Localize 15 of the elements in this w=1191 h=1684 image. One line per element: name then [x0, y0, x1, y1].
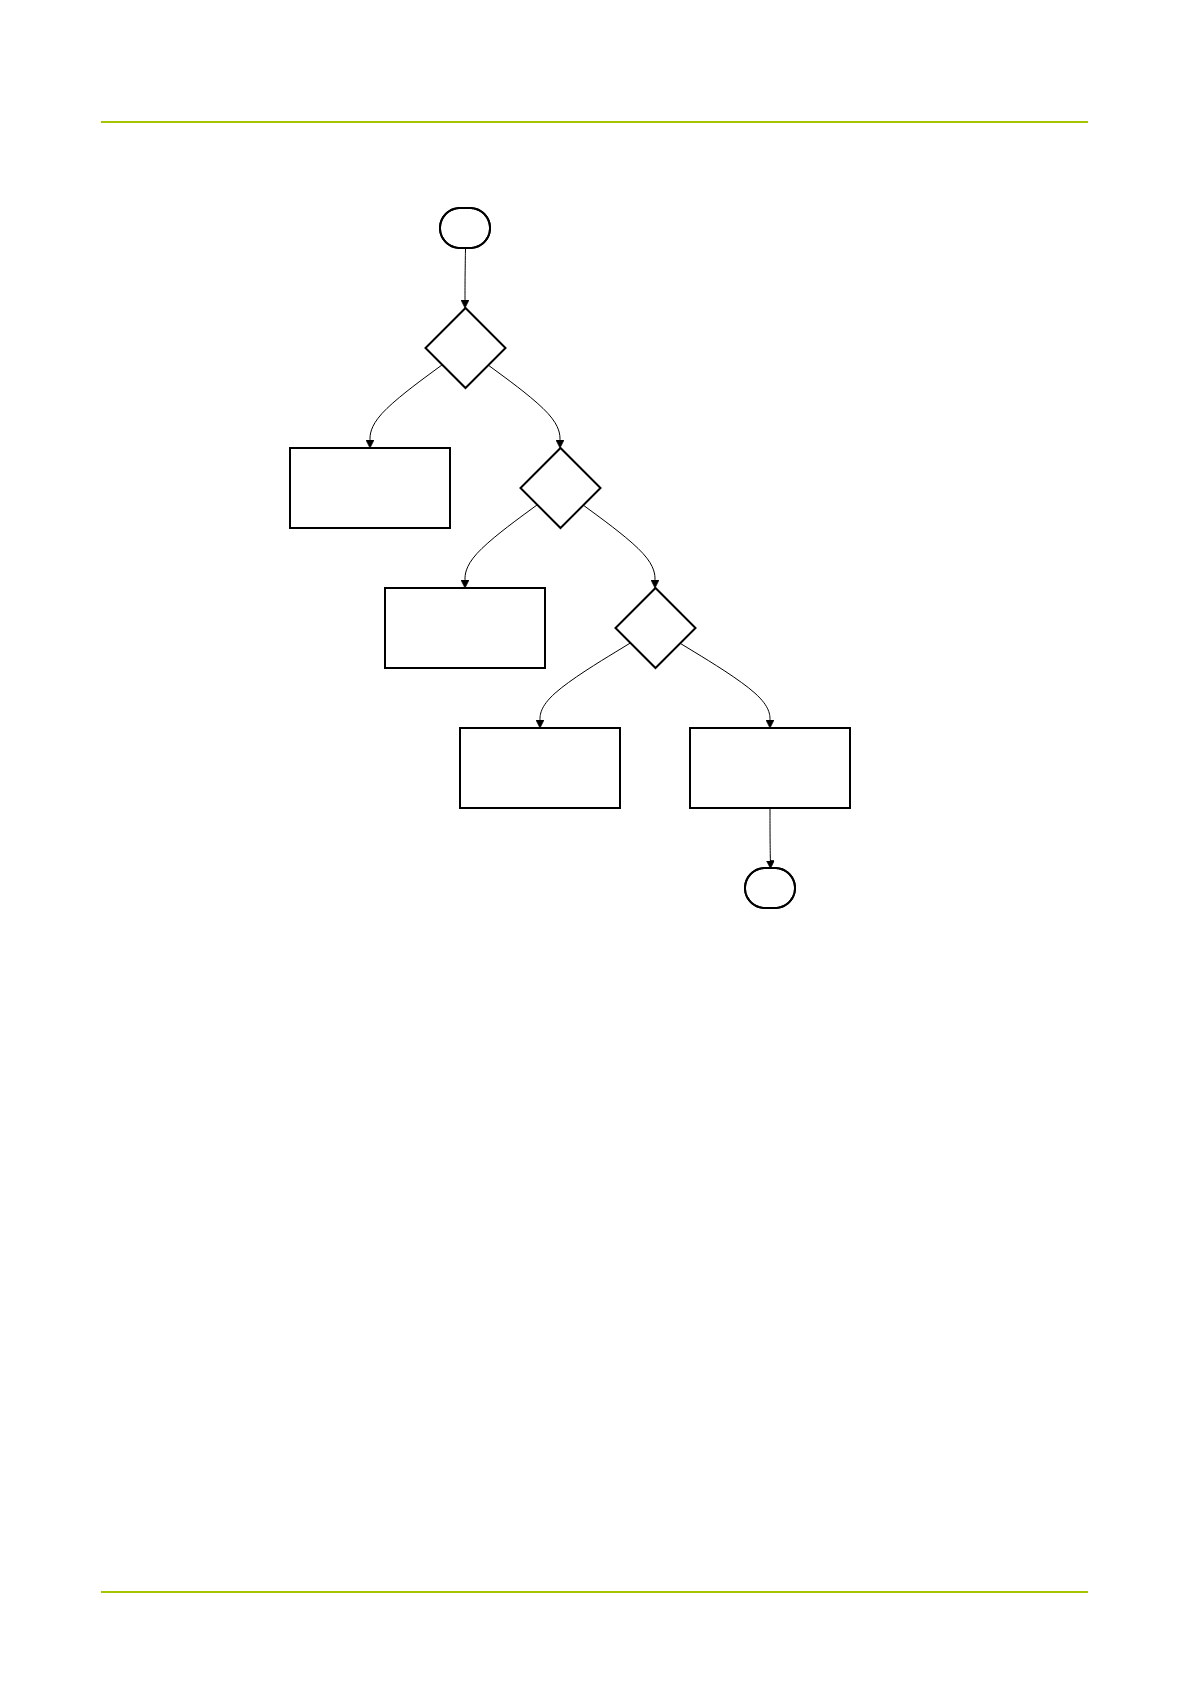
- node-diamond: [424, 306, 507, 390]
- node-box: [384, 587, 546, 669]
- arrow: [460, 504, 538, 589]
- arrow: [582, 504, 660, 589]
- arrow: [460, 248, 470, 309]
- arrow: [365, 364, 443, 449]
- node-diamond: [614, 586, 697, 670]
- arrow: [535, 642, 631, 729]
- arrow: [487, 364, 565, 449]
- node-diamond: [519, 446, 602, 530]
- node-box: [459, 727, 621, 809]
- arrow: [679, 642, 775, 729]
- arrow: [765, 807, 775, 869]
- node-box: [689, 727, 851, 809]
- node-box: [289, 447, 451, 529]
